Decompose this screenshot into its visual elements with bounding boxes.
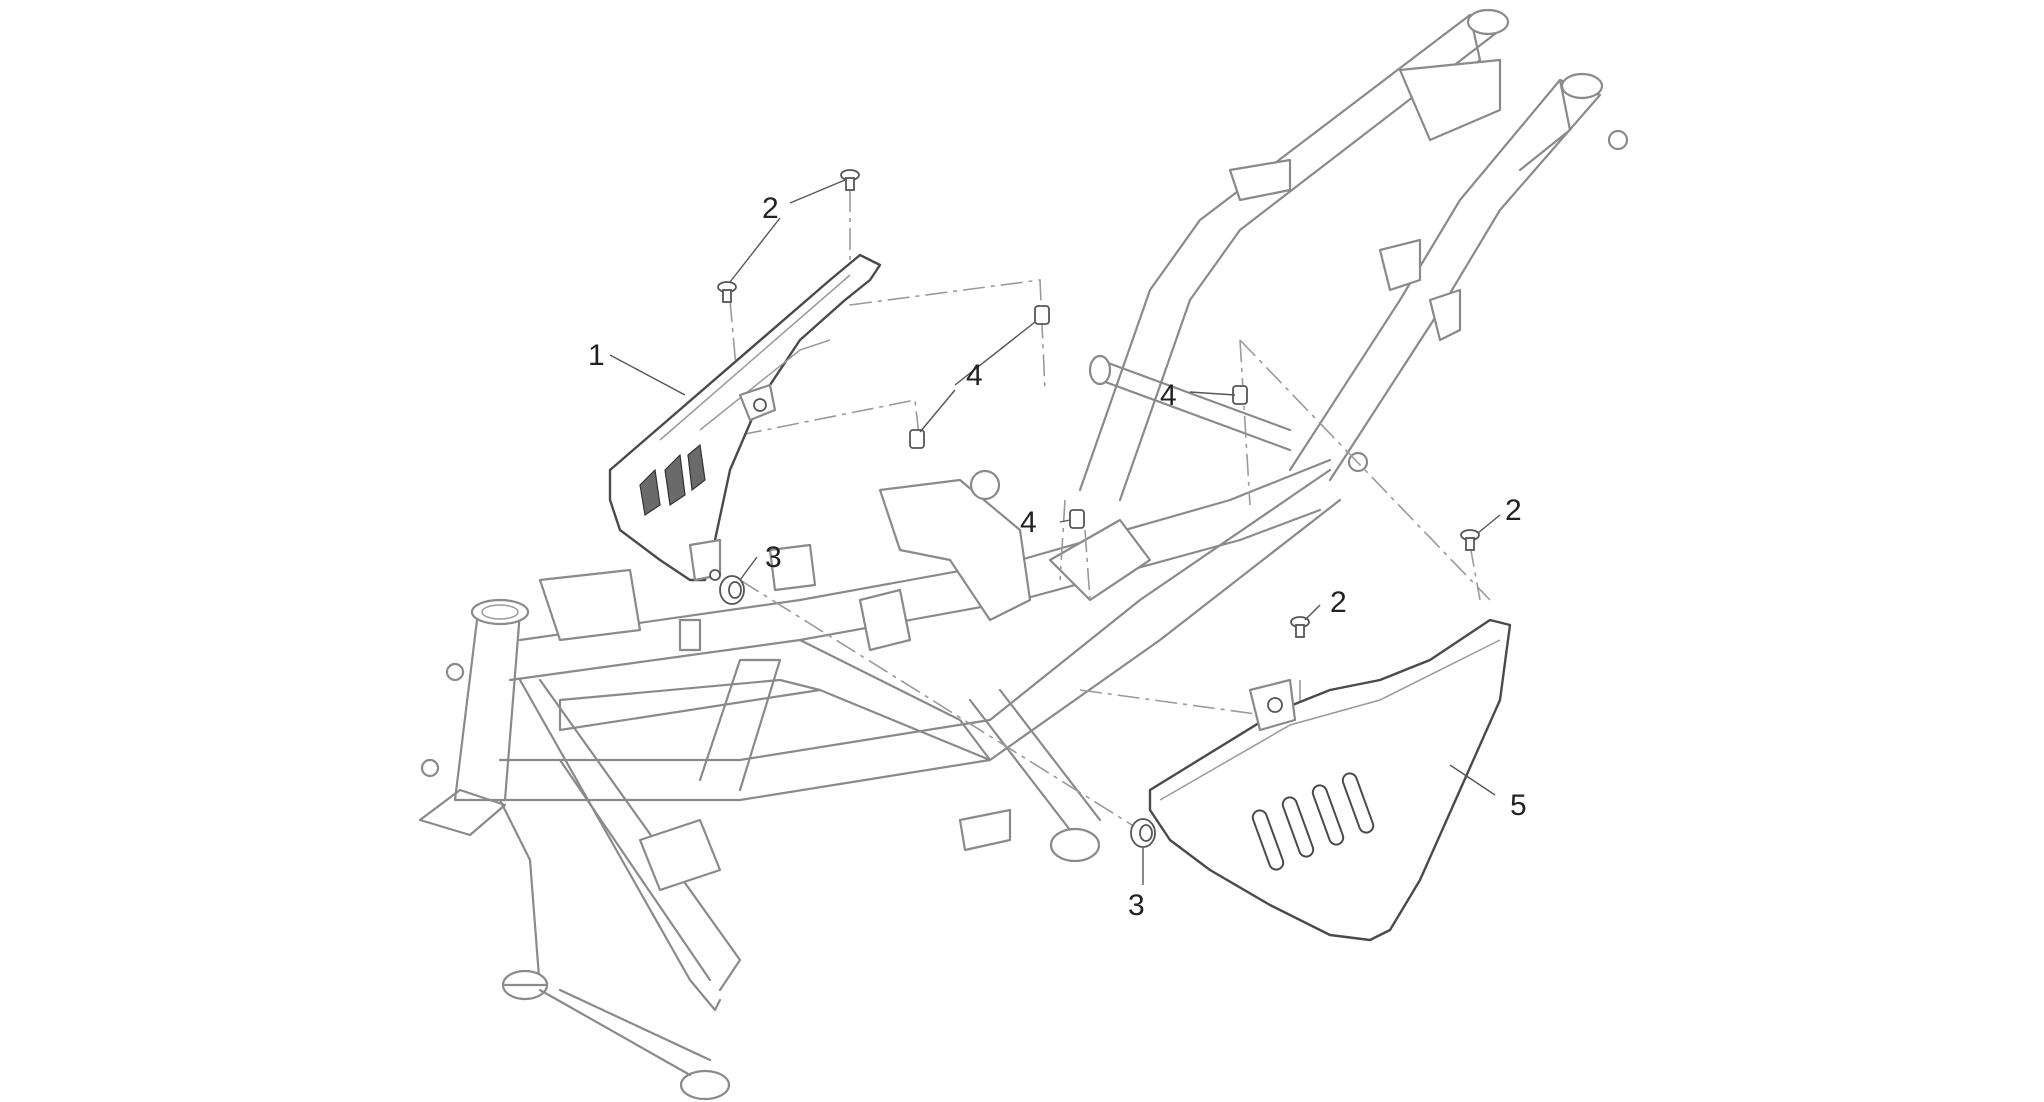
callout-2-top: 2 bbox=[762, 192, 779, 225]
grommet-left bbox=[719, 575, 745, 605]
clip-nut-c bbox=[1232, 385, 1248, 405]
callout-4-upper: 4 bbox=[966, 359, 983, 392]
callout-1: 1 bbox=[588, 339, 605, 372]
screw-top bbox=[840, 169, 860, 191]
callout-3-left: 3 bbox=[765, 541, 782, 574]
left-side-cover bbox=[608, 253, 882, 582]
screw-right-mid bbox=[1290, 616, 1310, 638]
right-side-cover bbox=[1148, 618, 1512, 942]
callout-2-right-upper: 2 bbox=[1505, 494, 1522, 527]
callout-3-right: 3 bbox=[1128, 889, 1145, 922]
motorcycle-frame bbox=[418, 8, 1629, 1101]
callout-2-right-mid: 2 bbox=[1330, 586, 1347, 619]
callout-4-right: 4 bbox=[1160, 379, 1177, 412]
clip-nut-d bbox=[1069, 509, 1085, 529]
clip-nut-a bbox=[1034, 305, 1050, 325]
fasteners bbox=[717, 169, 1480, 848]
grommet-right bbox=[1130, 818, 1156, 848]
screw-left bbox=[717, 281, 737, 303]
callouts: 1 2 2 2 3 3 4 4 4 5 bbox=[588, 192, 1527, 922]
clip-nut-b bbox=[909, 429, 925, 449]
screw-right-upper bbox=[1460, 529, 1480, 551]
callout-5: 5 bbox=[1510, 789, 1527, 822]
callout-4-mid: 4 bbox=[1020, 506, 1037, 539]
leader-lines bbox=[609, 179, 1501, 885]
